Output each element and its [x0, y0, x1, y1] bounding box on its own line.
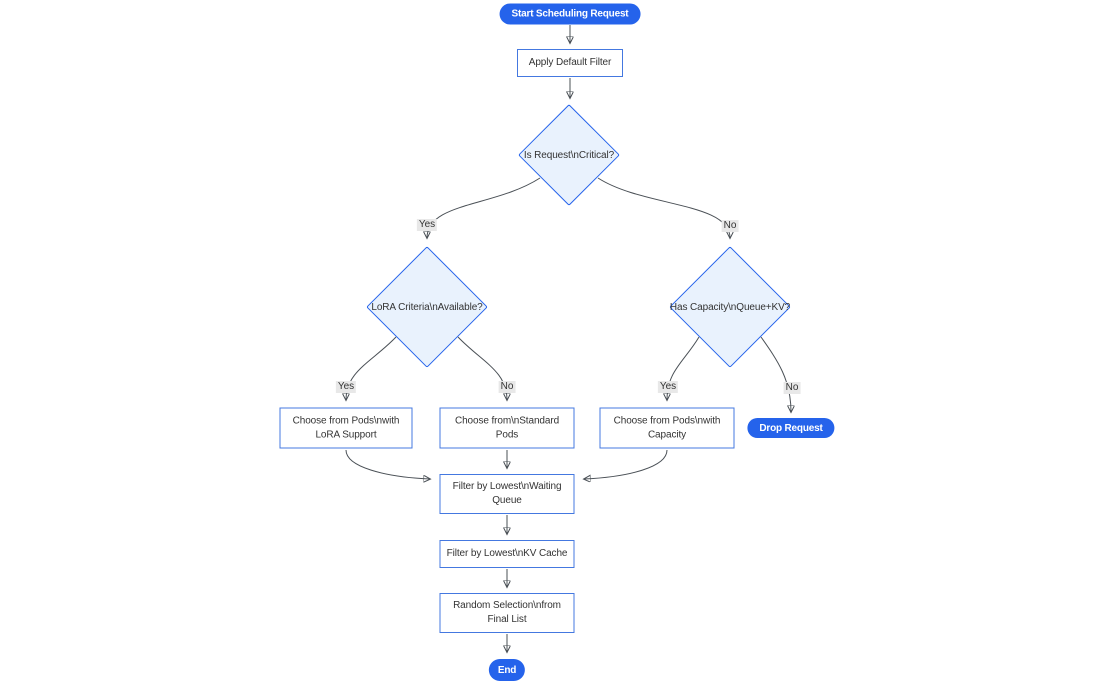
edge-capacitypods-to-filter: [584, 449, 668, 479]
node-random-selection-final-list: Random Selection\nfrom Final List: [439, 593, 575, 633]
decision-has-capacity-queue-kv: Has Capacity\nQueue+KV?: [669, 246, 791, 368]
edge-label-capacity-no: No: [783, 382, 801, 394]
node-choose-standard-pods: Choose from\nStandard Pods: [439, 407, 575, 449]
node-choose-pods-lora-support: Choose from Pods\nwith LoRA Support: [279, 407, 413, 449]
node-filter-lowest-waiting-queue: Filter by Lowest\nWaiting Queue: [439, 474, 575, 514]
node-drop-request: Drop Request: [747, 418, 835, 438]
edge-capacity-no: [760, 336, 791, 412]
edge-label-lora-yes: Yes: [335, 381, 357, 393]
node-filter-lowest-kv-cache: Filter by Lowest\nKV Cache: [439, 540, 575, 568]
edge-lorapods-to-filter: [345, 449, 430, 479]
edge-label-lora-no: No: [498, 381, 516, 393]
decision-lora-criteria-available: LoRA Criteria\nAvailable?: [366, 246, 488, 368]
node-apply-default-filter: Apply Default Filter: [517, 49, 623, 77]
edge-label-critical-no: No: [721, 220, 739, 232]
node-start: Start Scheduling Request: [499, 3, 641, 25]
node-choose-pods-capacity: Choose from Pods\nwith Capacity: [599, 407, 735, 449]
edge-label-critical-yes: Yes: [416, 219, 438, 231]
decision-is-request-critical: Is Request\nCritical?: [518, 104, 620, 206]
decision-label: LoRA Criteria\nAvailable?: [371, 301, 483, 313]
decision-label: Has Capacity\nQueue+KV?: [669, 301, 791, 313]
edge-label-capacity-yes: Yes: [657, 381, 679, 393]
node-end: End: [488, 659, 526, 681]
decision-label: Is Request\nCritical?: [523, 149, 615, 161]
